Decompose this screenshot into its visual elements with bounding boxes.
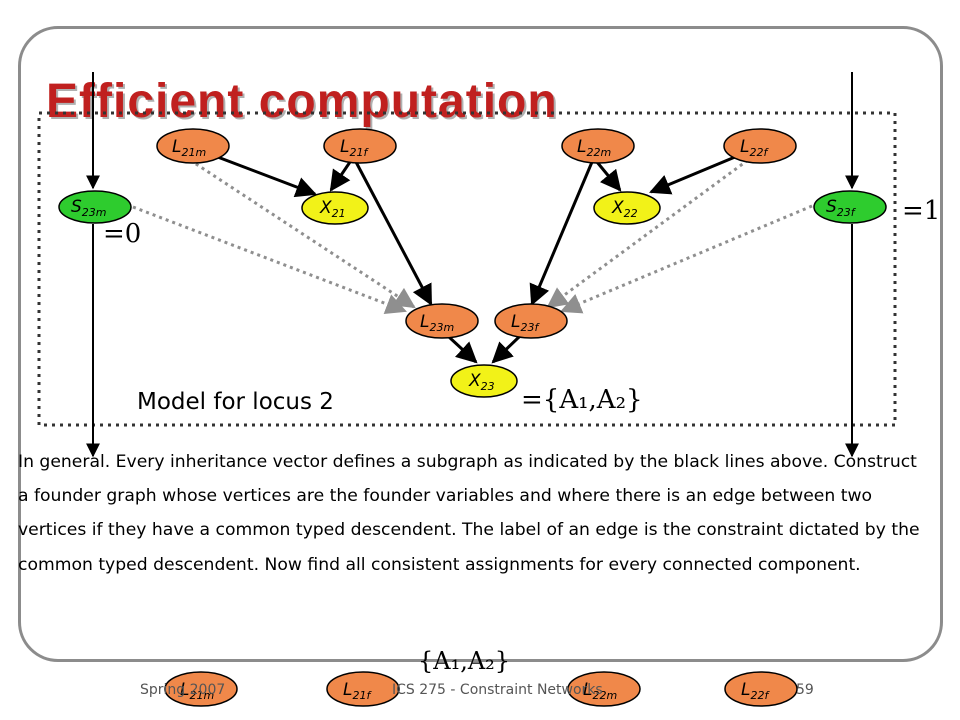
slide-title: Efficient computation [46,75,558,128]
footer-center: ICS 275 - Constraint Networks [392,682,603,698]
svg-text:S23f: S23f [826,197,857,219]
slide-frame [18,26,943,662]
svg-text:L23m: L23m [420,312,454,334]
label-eq-zero: =0 [103,219,142,249]
svg-text:L22f: L22f [740,137,769,159]
node-x23: X23 [450,364,518,398]
svg-text:S23m: S23m [71,197,107,219]
svg-text:L23f: L23f [511,312,540,334]
label-bottom-set: {A₁,A₂} [418,647,511,675]
edge-dotted-s23m-l23m [132,205,407,315]
node-l21f: L21f [323,128,397,164]
edge-l23f-x23 [491,335,521,364]
node-bottom-l21m: L21m [164,671,238,707]
edge-l21f-x21 [329,161,352,192]
label-eq-set: ={A₁,A₂} [521,385,643,415]
node-l21m: L21m [156,128,230,164]
svg-text:X23: X23 [468,371,495,393]
edge-l22m-l23f [529,161,594,306]
svg-text:L21m: L21m [172,137,206,159]
node-x21: X21 [301,191,369,225]
body-paragraph: In general. Every inheritance vector def… [18,452,920,575]
node-l23m: L23m [405,303,479,339]
node-l22f: L22f [723,128,797,164]
svg-text:L21m: L21m [180,680,214,702]
edge-dotted-s23f-l23f [560,204,813,314]
edge-l21f-l23m [354,161,433,306]
svg-text:L21f: L21f [343,680,372,702]
svg-text:L22m: L22m [577,137,611,159]
node-s23f: S23f [813,190,887,224]
svg-text:L21f: L21f [340,137,369,159]
node-bottom-l22f: L22f [724,671,798,707]
node-l22m: L22m [561,128,635,164]
edge-l22f-x22 [649,155,736,195]
node-s23m: S23m [58,190,132,224]
footer-page-number: 59 [796,682,814,698]
slide-footer: Spring 2007 ICS 275 - Constraint Network… [0,674,960,714]
edge-l23m-x23 [447,335,478,364]
svg-text:L22m: L22m [583,680,617,702]
model-caption: Model for locus 2 [137,389,334,415]
svg-text:X22: X22 [611,198,638,220]
label-eq-one: =1 [902,196,941,226]
edge-dotted-l21m-l23m [189,158,416,309]
svg-text:L22f: L22f [741,680,770,702]
node-bottom-l21f: L21f [326,671,400,707]
svg-text:X21: X21 [319,198,346,220]
edge-l21m-x21 [214,154,317,198]
edge-dotted-l22f-l23f [546,158,749,309]
node-x22: X22 [593,191,661,225]
footer-left: Spring 2007 [140,682,226,698]
node-l23f: L23f [494,303,568,339]
node-bottom-l22m: L22m [567,671,641,707]
edge-l22m-x22 [595,161,622,192]
